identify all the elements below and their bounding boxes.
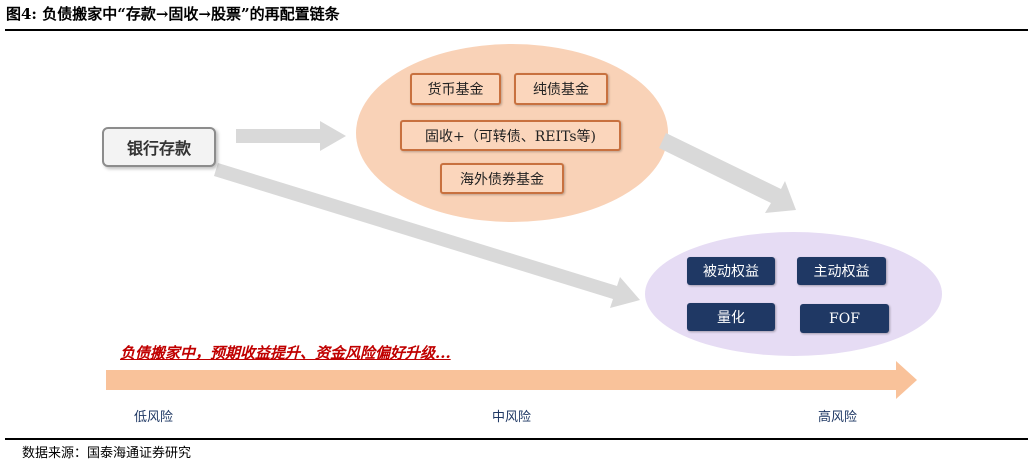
money-fund-box: 货币基金 [410,73,501,105]
risk-spectrum-arrow [106,361,917,399]
top-rule [5,29,1028,31]
risk-label-high: 高风险 [818,410,858,425]
quant-box: 量化 [687,303,775,331]
risk-label-mid: 中风险 [492,410,532,425]
overseas-bond-fund-box: 海外债券基金 [440,163,564,194]
arrow-deposit-to-equity [214,163,640,308]
data-source: 数据来源：国泰海通证券研究 [22,446,192,461]
passive-equity-box: 被动权益 [687,257,775,285]
bottom-rule [5,438,1028,440]
figure-title: 图4: 负债搬家中“存款→固收→股票”的再配置链条 [6,5,340,23]
pure-bond-fund-box: 纯债基金 [514,73,608,105]
arrow-fixed-income-to-equity [659,133,796,213]
trend-caption: 负债搬家中，预期收益提升、资金风险偏好升级... [120,344,451,362]
fixed-plus-box: 固收+（可转债、REITs等) [400,120,621,151]
risk-label-low: 低风险 [134,410,174,425]
arrow-deposit-to-fixed-income [236,121,346,151]
equity-ellipse [645,232,942,356]
bank-deposit-box: 银行存款 [102,127,216,167]
fof-box: FOF [800,304,889,333]
active-equity-box: 主动权益 [797,257,886,285]
